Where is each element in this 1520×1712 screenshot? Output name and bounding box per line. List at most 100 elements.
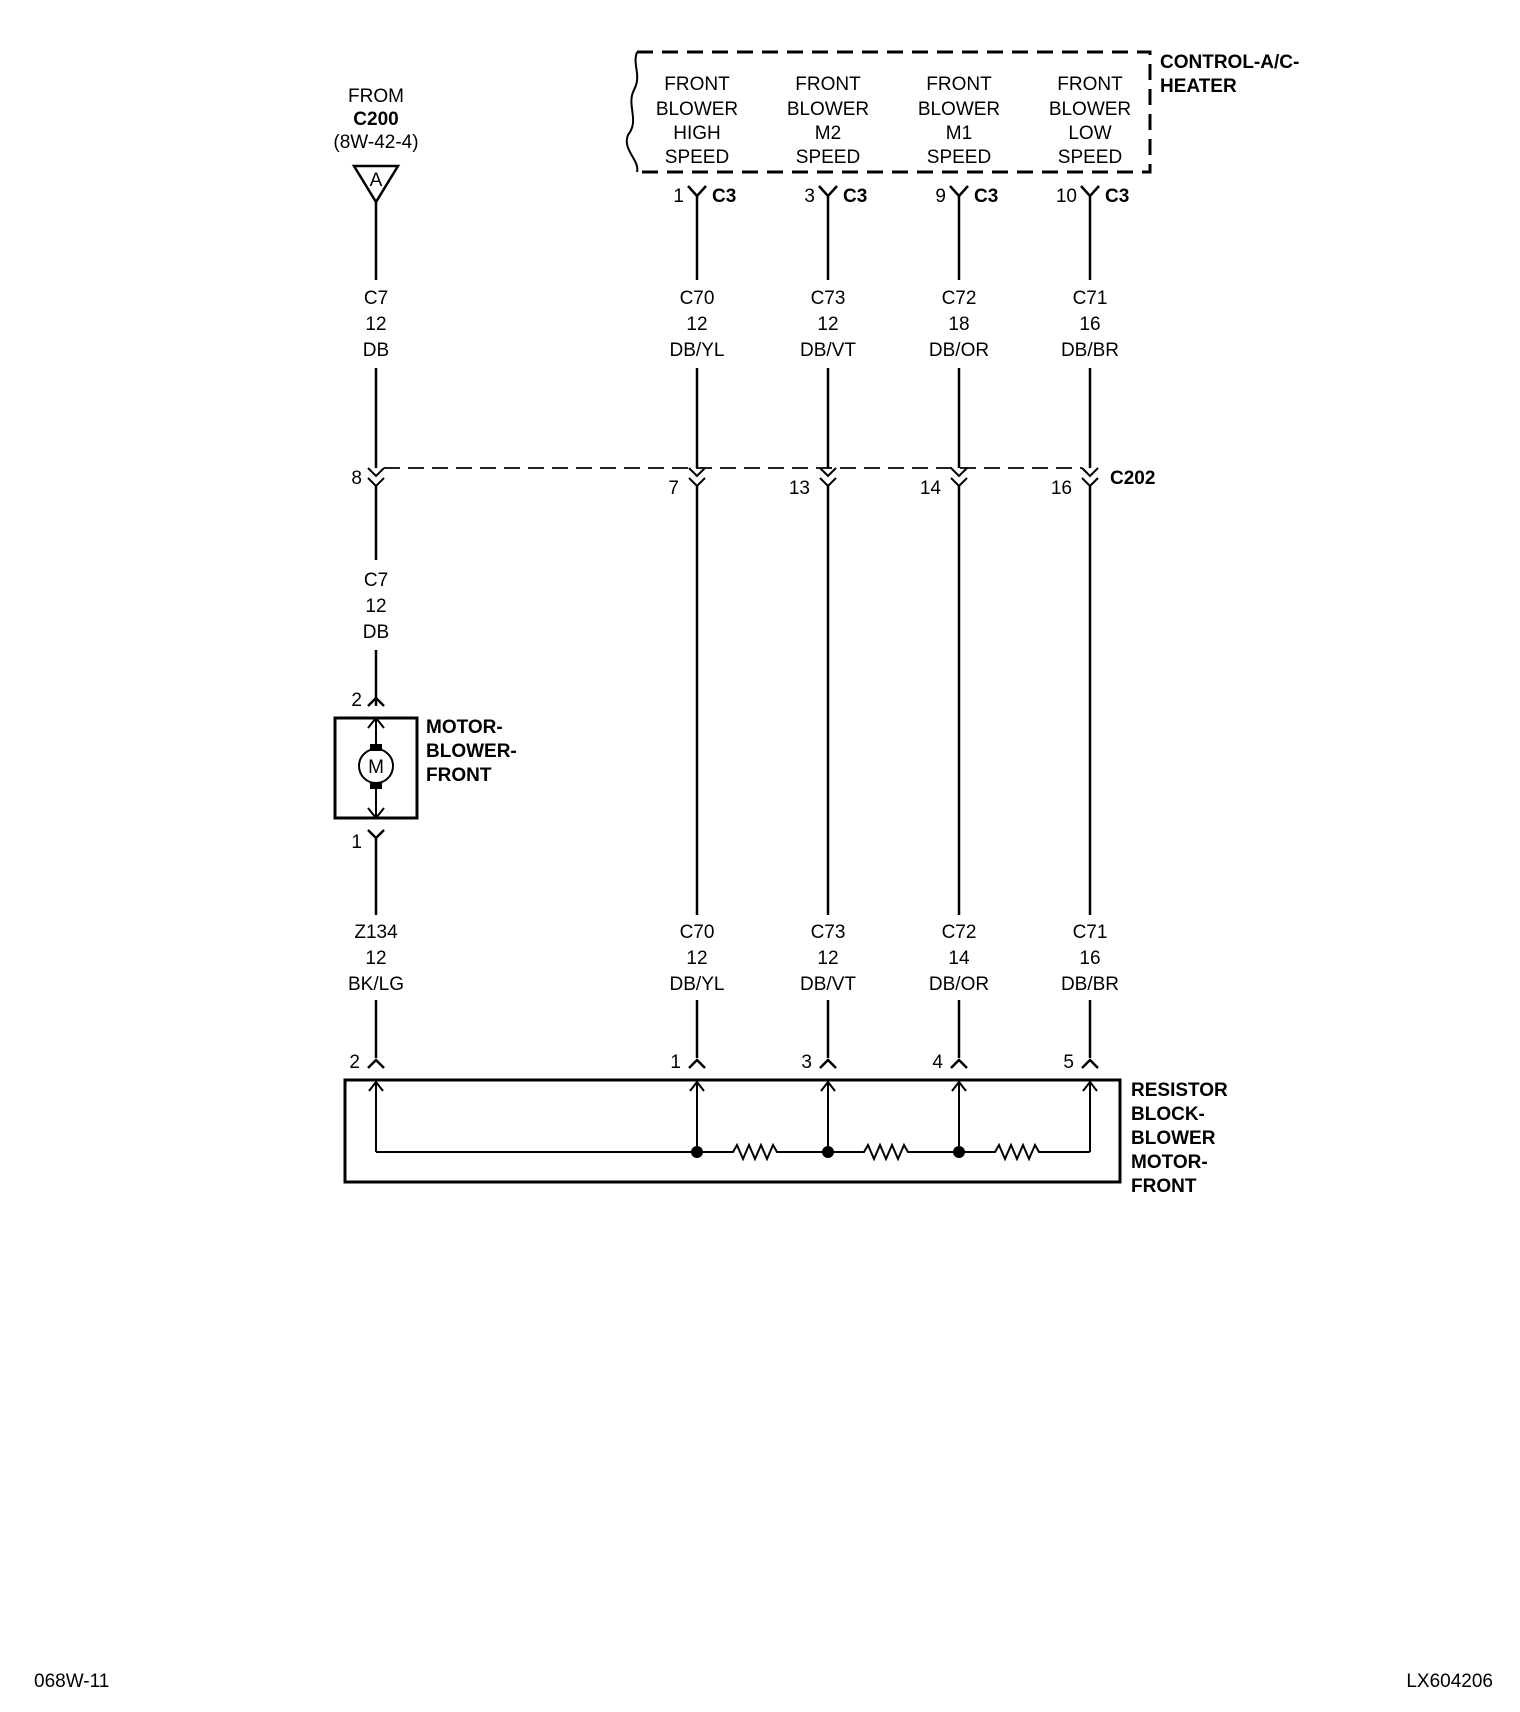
function-label: SPEED	[927, 147, 991, 168]
wire-gauge: 12	[817, 948, 838, 969]
resistor-pin-symbol	[950, 1058, 968, 1069]
wire-label-c72-lower: C72 14 DB/OR	[929, 922, 989, 995]
wire-gauge: 12	[817, 314, 838, 335]
wire-gauge: 12	[365, 314, 386, 335]
control-module-break-line	[625, 51, 639, 173]
c3-pin-symbol	[818, 185, 838, 200]
function-label: HIGH	[673, 123, 721, 144]
from-c200-reference: FROM C200 (8W-42-4) A	[333, 86, 419, 205]
internal-arrow	[368, 1080, 384, 1152]
motor-arrow-top	[367, 716, 385, 744]
pin-number: 16	[1051, 478, 1072, 499]
wire-label-c7-motor: C7 12 DB	[363, 570, 389, 643]
motor-symbol: M	[368, 757, 384, 778]
motor-pin-top-symbol	[367, 696, 385, 707]
wire-circuit: C70	[680, 922, 715, 943]
c202-pin-symbol	[950, 467, 968, 488]
wire-label-c73-lower: C73 12 DB/VT	[800, 922, 856, 995]
c202-pin-symbol	[1081, 467, 1099, 488]
function-label: FRONT	[664, 74, 730, 95]
function-label: M2	[815, 123, 841, 144]
wire-circuit: C7	[364, 570, 388, 591]
wire-color: DB/BR	[1061, 974, 1119, 995]
resistor-block-name: FRONT	[1131, 1176, 1197, 1197]
from-connector: C200	[353, 109, 398, 130]
function-low: FRONT BLOWER LOW SPEED	[1049, 74, 1131, 168]
wire-label-c71-lower: C71 16 DB/BR	[1061, 922, 1119, 995]
wires-upper-labels: C7 12 DB C70 12 DB/YL C73 12 DB/VT C72 1…	[363, 288, 1119, 361]
wire-gauge: 18	[948, 314, 969, 335]
wire-label-c73-upper: C73 12 DB/VT	[800, 288, 856, 361]
pin-number: 10	[1056, 186, 1077, 207]
function-label: SPEED	[665, 147, 729, 168]
pin-number: 3	[801, 1052, 812, 1073]
resistor-symbol	[959, 1142, 1090, 1162]
pin-number: 13	[789, 478, 810, 499]
wire-circuit: C71	[1073, 288, 1108, 309]
wire-gauge: 12	[365, 948, 386, 969]
wire-color: BK/LG	[348, 974, 404, 995]
offpage-triangle	[351, 164, 401, 205]
wire-label-z134: Z134 12 BK/LG	[348, 922, 404, 995]
c3-pins: 1 C3 3 C3 9 C3 10 C3	[673, 185, 1129, 207]
wire-color: DB/VT	[800, 974, 856, 995]
control-module-outline	[637, 50, 1152, 174]
footer-left-code: 068W-11	[34, 1671, 109, 1692]
wire-label-c7-upper: C7 12 DB	[363, 288, 389, 361]
c202-pin-symbol	[367, 467, 385, 488]
motor-name: MOTOR-	[426, 717, 503, 738]
junction-dot	[691, 1146, 703, 1158]
blower-motor: 2 M MOTOR- BLOWER- FRONT 1	[333, 690, 517, 853]
wire-color: DB/VT	[800, 340, 856, 361]
connector-name: C3	[1105, 186, 1129, 207]
wire-circuit: C70	[680, 288, 715, 309]
pin-number: 1	[351, 832, 362, 853]
resistor-symbol	[828, 1142, 959, 1162]
control-module: CONTROL-A/C- HEATER FRONT BLOWER HIGH SP…	[625, 50, 1299, 207]
connector-name: C202	[1110, 468, 1155, 489]
function-label: FRONT	[1057, 74, 1123, 95]
c3-pin-symbol	[949, 185, 969, 200]
function-label: SPEED	[1058, 147, 1122, 168]
c202-pin-symbol	[688, 467, 706, 488]
pin-number: 3	[804, 186, 815, 207]
pin-number: 4	[932, 1052, 943, 1073]
function-label: M1	[946, 123, 972, 144]
wire-gauge: 12	[686, 314, 707, 335]
wire-gauge: 16	[1079, 948, 1100, 969]
junction-dot	[822, 1146, 834, 1158]
wire-circuit: C73	[811, 922, 846, 943]
resistor-pin-symbol	[1081, 1058, 1099, 1069]
wire-gauge: 12	[365, 596, 386, 617]
function-high: FRONT BLOWER HIGH SPEED	[656, 74, 738, 168]
wire-circuit: C71	[1073, 922, 1108, 943]
function-label: BLOWER	[1049, 99, 1131, 120]
motor-pin-bottom-symbol	[367, 829, 385, 842]
wire-circuit: C72	[942, 288, 977, 309]
wire-gauge: 16	[1079, 314, 1100, 335]
function-label: BLOWER	[918, 99, 1000, 120]
wire-label-c72-upper: C72 18 DB/OR	[929, 288, 989, 361]
motor-name: FRONT	[426, 765, 492, 786]
wire-color: DB/BR	[1061, 340, 1119, 361]
pin-number: 2	[351, 690, 362, 711]
from-page-ref: (8W-42-4)	[333, 132, 418, 153]
function-label: FRONT	[926, 74, 992, 95]
wire-label-c70-upper: C70 12 DB/YL	[670, 288, 725, 361]
pin-number: 14	[920, 478, 942, 499]
resistor-block-name: BLOCK-	[1131, 1104, 1205, 1125]
pin-number: 8	[351, 468, 362, 489]
motor-brush-top	[370, 744, 382, 751]
wire-circuit: Z134	[354, 922, 398, 943]
resistor-block-name: BLOWER	[1131, 1128, 1216, 1149]
wire-circuit: C73	[811, 288, 846, 309]
wire-label-c71-upper: C71 16 DB/BR	[1061, 288, 1119, 361]
from-label: FROM	[348, 86, 404, 107]
wire-color: DB/OR	[929, 340, 989, 361]
pin-number: 5	[1063, 1052, 1074, 1073]
resistor-block-name: RESISTOR	[1131, 1080, 1228, 1101]
footer-right-code: LX604206	[1406, 1671, 1493, 1692]
connector-name: C3	[974, 186, 998, 207]
wire-gauge: 12	[686, 948, 707, 969]
